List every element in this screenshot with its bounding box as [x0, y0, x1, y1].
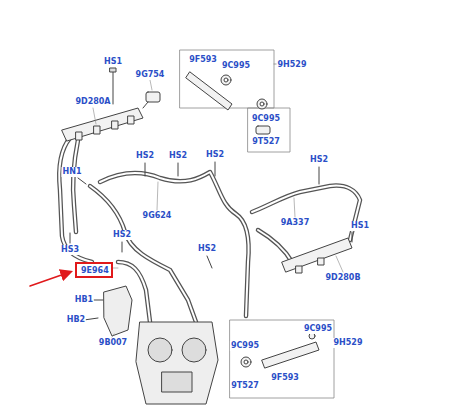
callout-number: HS1 [350, 221, 370, 231]
callout-number: 9A337 [280, 218, 310, 228]
callout-number: 9D280A [74, 97, 111, 107]
callout-number: 9F593 [188, 55, 218, 65]
callout-number: HS2 [168, 151, 188, 161]
callout-number: 9H529 [277, 60, 308, 70]
callout-number: HN1 [62, 167, 83, 177]
callout-number: HS1 [103, 57, 123, 67]
callout-number: 9T527 [230, 381, 260, 391]
callout-number: 9D280B [324, 273, 361, 283]
callout-number: HB1 [74, 295, 94, 305]
highlight-box: 9E964 [75, 262, 113, 278]
callout-number: HS2 [309, 155, 329, 165]
callout-number: 9C995 [303, 324, 333, 334]
callout-number: 9F593 [270, 373, 300, 383]
part-number: 9E964 [81, 267, 107, 275]
callout-number: 9C995 [221, 61, 251, 71]
callout-number: 9T527 [251, 137, 281, 147]
callout-number: 9B007 [98, 338, 128, 348]
callout-number: HB2 [66, 315, 86, 325]
callout-number: 9G624 [142, 211, 173, 221]
callout-number: HS2 [197, 244, 217, 254]
callout-number: 9G754 [135, 70, 166, 80]
callout-number: HS2 [135, 151, 155, 161]
callout-number: HS3 [60, 245, 80, 255]
callout-number: 9C995 [230, 341, 260, 351]
callout-number: HS2 [205, 150, 225, 160]
callout-number: 9H529 [333, 338, 364, 348]
callout-number: HS2 [112, 230, 132, 240]
callout-number: 9C995 [251, 114, 281, 124]
